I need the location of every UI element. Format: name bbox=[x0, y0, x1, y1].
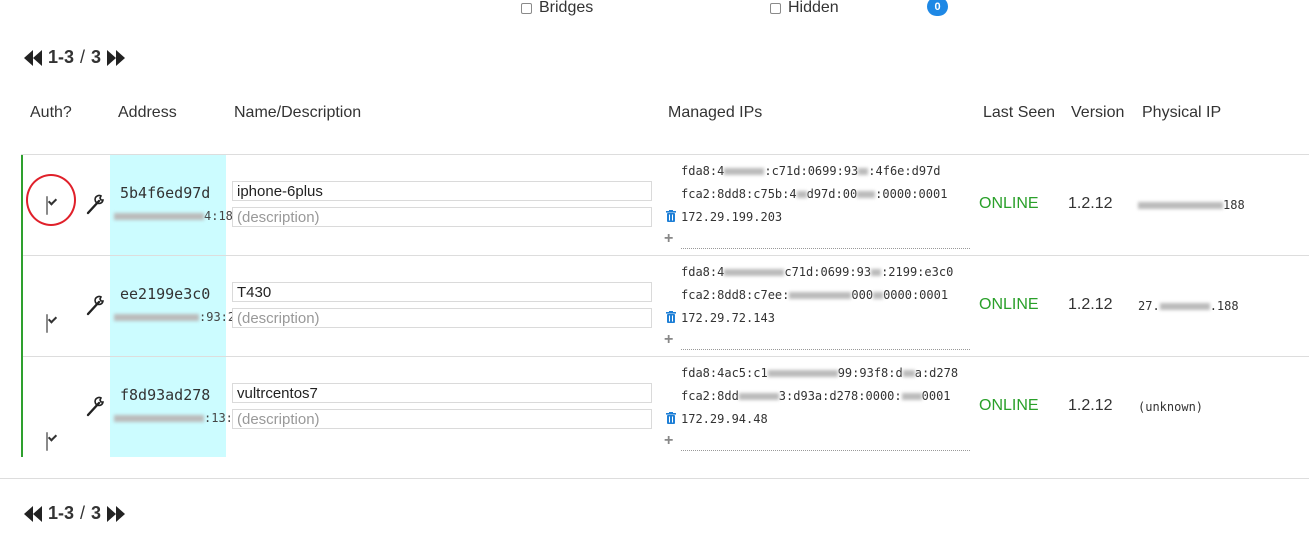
physical-ip: 27..188 bbox=[1138, 299, 1239, 313]
col-header-auth: Auth? bbox=[30, 104, 72, 121]
node-version: 1.2.12 bbox=[1068, 195, 1113, 212]
add-ip-icon[interactable]: + bbox=[664, 432, 674, 449]
hidden-checkbox[interactable] bbox=[770, 2, 781, 14]
row-divider bbox=[21, 154, 1309, 155]
last-seen-status: ONLINE bbox=[979, 195, 1039, 212]
page-range: 1-3 bbox=[48, 47, 75, 67]
hidden-filter[interactable]: Hidden bbox=[770, 0, 839, 16]
trash-icon[interactable] bbox=[666, 310, 676, 323]
node-version: 1.2.12 bbox=[1068, 296, 1113, 313]
table-row: ee2199e3c0 :93:22:05 fda8:4c71d:0699:93:… bbox=[0, 17, 1309, 350]
pagination-bottom: 1-3 / 3 bbox=[24, 503, 126, 524]
bridges-checkbox[interactable] bbox=[521, 2, 532, 14]
last-seen-status: ONLINE bbox=[979, 397, 1039, 414]
last-seen-status: ONLINE bbox=[979, 296, 1039, 313]
add-ip-icon[interactable]: + bbox=[664, 331, 674, 348]
new-ip-input[interactable] bbox=[681, 349, 970, 350]
wrench-icon[interactable] bbox=[85, 295, 105, 317]
prev-page-icon[interactable] bbox=[24, 49, 42, 66]
physical-ip: (unknown) bbox=[1138, 400, 1204, 414]
auth-checkbox[interactable] bbox=[46, 314, 48, 333]
new-ip-input[interactable] bbox=[681, 248, 970, 249]
managed-ipv4: 172.29.72.143 bbox=[681, 311, 775, 325]
hidden-label: Hidden bbox=[788, 0, 839, 16]
page-range: 1-3 bbox=[48, 503, 75, 523]
row-divider bbox=[21, 255, 1309, 256]
page-separator: / bbox=[80, 503, 86, 523]
col-header-address: Address bbox=[118, 104, 177, 121]
node-address: ee2199e3c0 bbox=[120, 285, 211, 303]
node-address: f8d93ad278 bbox=[120, 386, 211, 404]
wrench-icon[interactable] bbox=[85, 194, 105, 216]
node-version: 1.2.12 bbox=[1068, 397, 1113, 414]
node-name-input[interactable] bbox=[232, 383, 652, 403]
node-description-input[interactable] bbox=[232, 207, 652, 227]
authorized-indicator-bar bbox=[21, 155, 23, 457]
prev-page-icon[interactable] bbox=[24, 505, 42, 522]
col-header-last-seen: Last Seen bbox=[983, 104, 1056, 121]
next-page-icon[interactable] bbox=[107, 49, 126, 66]
node-description-input[interactable] bbox=[232, 308, 652, 328]
page-separator: / bbox=[80, 47, 86, 67]
node-mac: :13:bd bbox=[114, 411, 247, 425]
pagination-top: 1-3 / 3 bbox=[24, 47, 126, 68]
page-total: 3 bbox=[91, 503, 102, 523]
node-name-input[interactable] bbox=[232, 282, 652, 302]
add-ip-icon[interactable]: + bbox=[664, 230, 674, 247]
managed-ipv4: 172.29.199.203 bbox=[681, 210, 783, 224]
node-description-input[interactable] bbox=[232, 409, 652, 429]
bridges-label: Bridges bbox=[539, 0, 594, 16]
table-bottom-divider bbox=[0, 478, 1309, 479]
annotation-circle bbox=[26, 174, 76, 226]
trash-icon[interactable] bbox=[666, 209, 676, 222]
next-page-icon[interactable] bbox=[107, 505, 126, 522]
col-header-version: Version bbox=[1071, 104, 1125, 121]
node-name-input[interactable] bbox=[232, 181, 652, 201]
trash-icon[interactable] bbox=[666, 411, 676, 424]
auth-checkbox[interactable] bbox=[46, 432, 48, 451]
page-total: 3 bbox=[91, 47, 102, 67]
col-header-managed-ips: Managed IPs bbox=[668, 104, 763, 121]
managed-ip: fda8:4:c71d:0699:93:4f6e:d97d bbox=[681, 164, 941, 178]
hidden-count-badge: 0 bbox=[927, 0, 948, 16]
bridges-filter[interactable]: Bridges bbox=[521, 0, 593, 16]
col-header-physical-ip: Physical IP bbox=[1142, 104, 1222, 121]
wrench-icon[interactable] bbox=[85, 396, 105, 418]
table-row: f8d93ad278 :13:bd fda8:4ac5:c199:93f8:da… bbox=[0, 34, 1309, 451]
physical-ip: 188 bbox=[1138, 198, 1245, 212]
address-column-highlight bbox=[110, 155, 226, 457]
new-ip-input[interactable] bbox=[681, 450, 970, 451]
managed-ipv4: 172.29.94.48 bbox=[681, 412, 768, 426]
table-row: 5b4f6ed97d 4:18:b8 fda8:4:c71d:0699:93:4… bbox=[0, 0, 1309, 249]
node-address: 5b4f6ed97d bbox=[120, 184, 211, 202]
col-header-name: Name/Description bbox=[234, 104, 362, 121]
row-divider bbox=[21, 356, 1309, 357]
